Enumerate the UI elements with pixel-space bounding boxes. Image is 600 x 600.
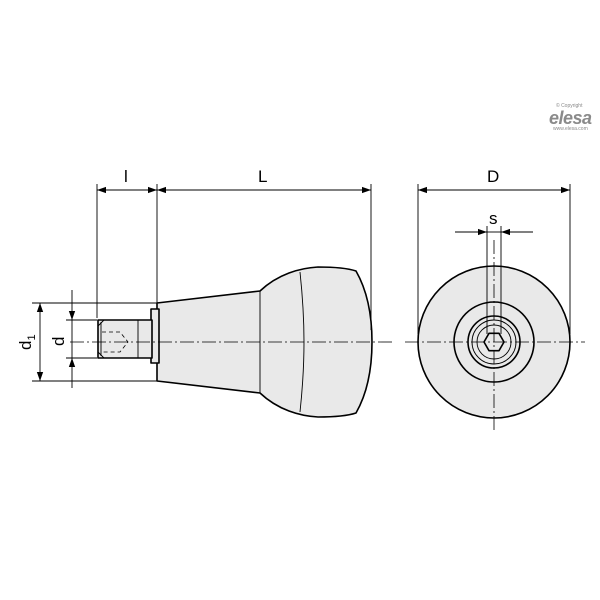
side-view: l L d1 d bbox=[16, 167, 395, 418]
stud-chamfer bbox=[97, 319, 105, 359]
threaded-stud bbox=[97, 319, 153, 359]
front-view: D s bbox=[405, 167, 585, 432]
dimension-D-label: D bbox=[487, 167, 499, 186]
dimension-l-label: l bbox=[124, 167, 128, 186]
elesa-watermark: © Copyright elesa www.elesa.com bbox=[549, 104, 599, 132]
watermark-website: www.elesa.com bbox=[553, 126, 588, 132]
dimension-d1-label: d1 bbox=[16, 334, 38, 350]
dimension-d-label: d bbox=[49, 337, 68, 346]
dimension-L-label: L bbox=[258, 167, 267, 186]
dimension-s-label: s bbox=[489, 209, 498, 228]
watermark-copyright: © Copyright bbox=[556, 103, 583, 109]
stud-thread-line bbox=[100, 320, 139, 358]
elesa-logo: elesa bbox=[549, 108, 592, 128]
